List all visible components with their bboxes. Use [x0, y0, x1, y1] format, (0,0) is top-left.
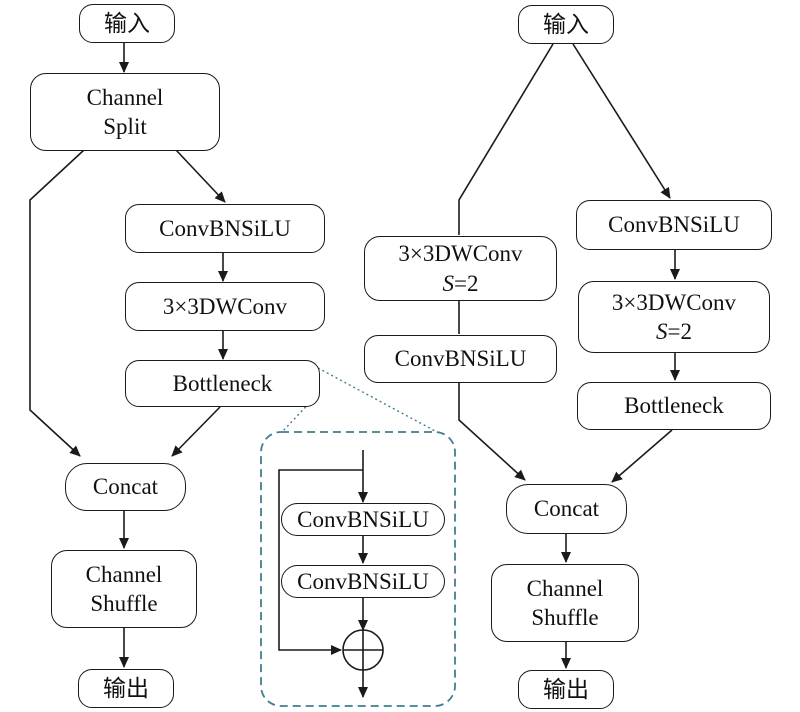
arrow-split-to-concat-bypass — [29, 149, 85, 457]
right-shuffle-node: Channel Shuffle — [491, 564, 639, 642]
right-left-conv-label: ConvBNSiLU — [394, 346, 527, 372]
right-input-node: 输入 — [518, 5, 614, 44]
detail-callout-line-2 — [281, 395, 317, 433]
right-left-stride: S=2 — [443, 269, 479, 298]
right-concat-node: Concat — [506, 484, 627, 534]
left-input-label: 输入 — [104, 10, 150, 36]
left-bottleneck-node: Bottleneck — [125, 360, 320, 407]
right-right-dwconv-node: 3×3DWConv S=2 — [578, 281, 770, 353]
right-left-stride-var: S — [442, 270, 455, 296]
detail-panel-border — [260, 431, 456, 707]
left-shuffle-node: Channel Shuffle — [51, 550, 197, 628]
arrow-input-to-left-branch — [458, 43, 554, 235]
right-shuffle-line2: Shuffle — [531, 605, 599, 630]
right-output-label: 输出 — [543, 676, 589, 702]
left-shuffle-line1: Channel — [85, 561, 163, 587]
detail-skip-connection — [278, 469, 363, 655]
arrow-left-branch-to-concat — [458, 383, 526, 481]
left-conv-node: ConvBNSiLU — [125, 204, 325, 253]
arrow-split-to-conv — [175, 149, 226, 203]
left-output-node: 输出 — [78, 669, 174, 708]
right-left-conv-node: ConvBNSiLU — [364, 335, 557, 383]
left-bottleneck-label: Bottleneck — [172, 370, 273, 396]
right-output-node: 输出 — [518, 670, 614, 709]
left-input-node: 输入 — [79, 4, 175, 43]
right-bottleneck-label: Bottleneck — [624, 393, 724, 419]
detail-conv2-node: ConvBNSiLU — [281, 565, 445, 598]
channel-split-line2: Split — [103, 114, 147, 139]
arrow-bottleneck-to-concat-right — [611, 429, 673, 483]
right-left-stride-val: =2 — [454, 270, 479, 296]
detail-conv1-label: ConvBNSiLU — [297, 506, 429, 532]
right-right-stride-val: =2 — [667, 319, 692, 344]
channel-split-node: Channel Split — [30, 73, 220, 151]
right-right-stride: S=2 — [656, 317, 692, 346]
detail-conv2-label: ConvBNSiLU — [297, 568, 429, 594]
left-dwconv-node: 3×3DWConv — [125, 282, 325, 331]
right-right-conv-node: ConvBNSiLU — [576, 200, 772, 250]
arrow-input-to-right-branch — [572, 43, 671, 199]
arrow-bottleneck-to-concat — [171, 406, 221, 457]
left-shuffle-line2: Shuffle — [90, 591, 158, 616]
channel-split-line1: Channel — [86, 84, 164, 110]
right-shuffle-line1: Channel — [526, 575, 604, 601]
right-left-dwconv-node: 3×3DWConv S=2 — [364, 236, 557, 301]
right-right-conv-label: ConvBNSiLU — [608, 212, 740, 238]
left-output-label: 输出 — [103, 675, 149, 701]
left-dwconv-label: 3×3DWConv — [162, 293, 288, 319]
right-right-dwconv-label: 3×3DWConv — [611, 289, 737, 315]
right-input-label: 输入 — [543, 11, 589, 37]
left-conv-label: ConvBNSiLU — [159, 215, 291, 241]
right-concat-label: Concat — [533, 496, 600, 522]
right-bottleneck-node: Bottleneck — [577, 382, 771, 430]
right-left-dwconv-label: 3×3DWConv — [398, 241, 523, 267]
right-right-stride-var: S — [656, 319, 668, 344]
left-concat-label: Concat — [92, 474, 159, 500]
left-concat-node: Concat — [65, 463, 186, 511]
detail-conv1-node: ConvBNSiLU — [281, 503, 445, 536]
